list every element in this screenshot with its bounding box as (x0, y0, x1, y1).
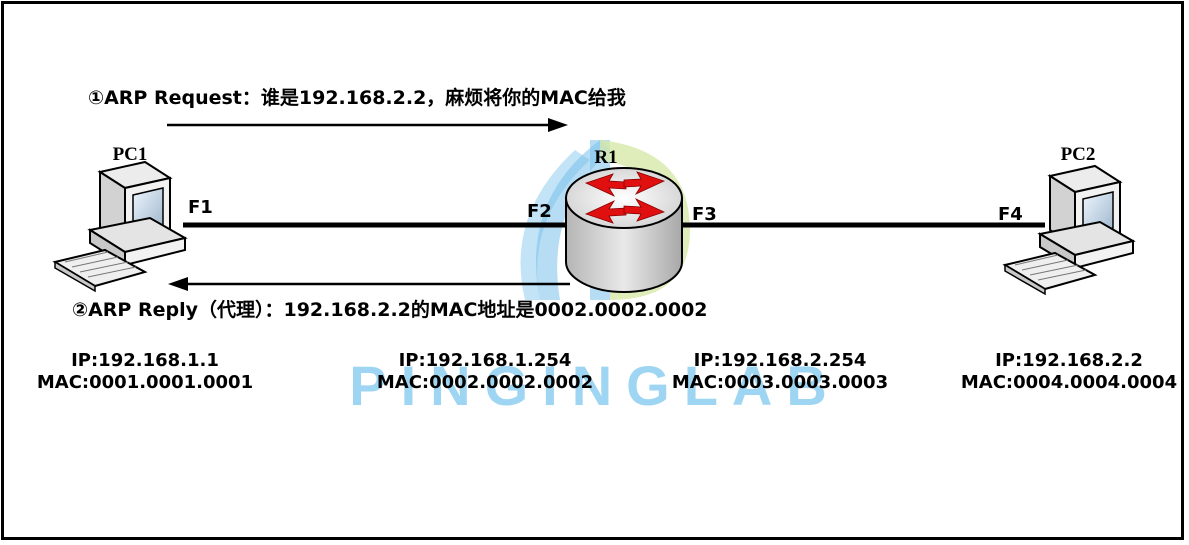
request-label: ①ARP Request：谁是192.168.2.2，麻烦将你的MAC给我 (88, 86, 626, 109)
request-arrow (167, 118, 568, 132)
pc1-address-block: IP:192.168.1.1 MAC:0001.0001.0001 (30, 350, 260, 394)
r1-left-ip: IP:192.168.1.254 (398, 350, 572, 371)
reply-label: ②ARP Reply（代理）：192.168.2.2的MAC地址是0002.00… (72, 298, 708, 321)
pc2-computer-icon (1002, 164, 1136, 296)
pc1-ip: IP:192.168.1.1 (71, 350, 219, 371)
pc2-name: PC2 (1061, 144, 1096, 165)
reply-arrow (168, 277, 570, 291)
router-arrows-icon (584, 171, 666, 224)
watermark-text: PINGINGLAB (349, 354, 841, 417)
pc2-ip: IP:192.168.2.2 (995, 350, 1143, 371)
pc2-mac: MAC:0004.0004.0004 (960, 372, 1178, 393)
pc2-address-block: IP:192.168.2.2 MAC:0004.0004.0004 (955, 350, 1183, 394)
r1-left-address-block: IP:192.168.1.254 MAC:0002.0002.0002 (370, 350, 600, 394)
router-icon (565, 167, 683, 293)
r1-left-mac: MAC:0002.0002.0002 (376, 372, 594, 393)
port-f1: F1 (188, 197, 213, 218)
r1-right-address-block: IP:192.168.2.254 MAC:0003.0003.0003 (665, 350, 895, 394)
r1-right-ip: IP:192.168.2.254 (693, 350, 867, 371)
r1-right-mac: MAC:0003.0003.0003 (671, 372, 889, 393)
r1-name: R1 (594, 147, 617, 168)
pc1-computer-icon (52, 160, 188, 293)
pc1-name: PC1 (113, 144, 148, 165)
port-f4: F4 (998, 204, 1023, 225)
port-f2: F2 (527, 201, 552, 222)
pc1-mac: MAC:0001.0001.0001 (36, 372, 254, 393)
port-f3: F3 (692, 204, 717, 225)
